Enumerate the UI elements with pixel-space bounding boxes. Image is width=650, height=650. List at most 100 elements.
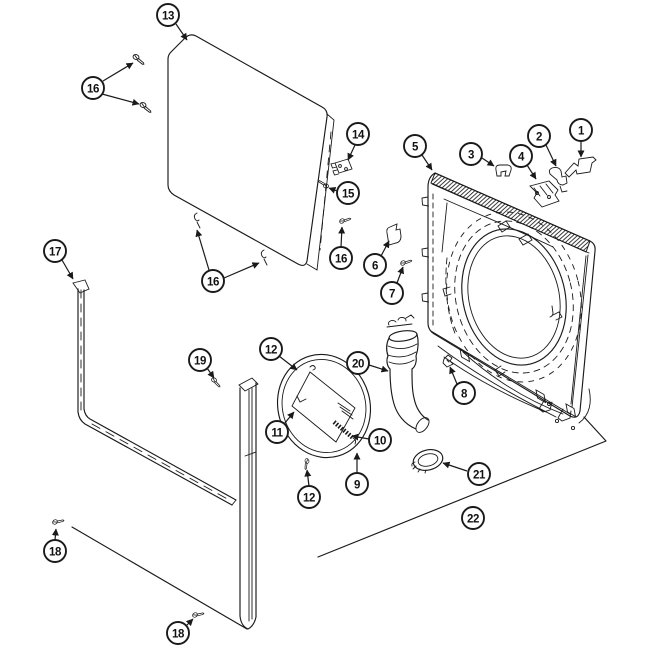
hinge-bracket bbox=[564, 156, 597, 178]
base-edge-line bbox=[317, 416, 607, 558]
balloon-circle bbox=[259, 337, 283, 361]
balloon-circle bbox=[329, 246, 353, 270]
balloon-circle bbox=[380, 281, 404, 305]
callout-10: 10 bbox=[351, 428, 392, 452]
balloon-number: 19 bbox=[194, 355, 206, 367]
balloon-circle bbox=[43, 239, 67, 263]
drain-hose bbox=[386, 314, 430, 433]
callout-19: 19 bbox=[188, 348, 215, 379]
balloon-circle bbox=[166, 621, 190, 645]
callout-18: 18 bbox=[166, 618, 194, 645]
leader-arrow bbox=[51, 528, 59, 541]
leader-arrow bbox=[442, 461, 468, 472]
bottom-trim-line bbox=[71, 526, 248, 630]
leader-arrow bbox=[545, 144, 557, 167]
callout-4: 4 bbox=[509, 144, 537, 180]
cabinet-screw bbox=[338, 213, 352, 227]
balloon-number: 1 bbox=[578, 125, 585, 137]
balloon-circle bbox=[403, 134, 427, 158]
balloon-number: 11 bbox=[271, 427, 283, 439]
balloon-circle bbox=[509, 144, 533, 168]
leader-arrow bbox=[304, 469, 312, 487]
grommet bbox=[411, 449, 444, 474]
balloon-circle bbox=[368, 428, 392, 452]
callout-12: 12 bbox=[297, 469, 321, 509]
balloon-number: 8 bbox=[461, 388, 468, 400]
callout-17: 17 bbox=[43, 239, 74, 280]
front-panel bbox=[421, 172, 596, 431]
balloon-number: 16 bbox=[87, 83, 99, 95]
balloon-circle bbox=[467, 462, 491, 486]
balloon-number: 18 bbox=[172, 628, 185, 640]
balloon-number: 20 bbox=[352, 358, 364, 370]
balloon-number: 12 bbox=[303, 492, 315, 504]
balloon-circle bbox=[452, 381, 476, 405]
callout-13: 13 bbox=[156, 3, 188, 41]
access-panel bbox=[167, 34, 335, 271]
hinge-hook bbox=[548, 166, 568, 193]
leader-arrow bbox=[421, 154, 433, 171]
door-seal-ring bbox=[276, 353, 372, 459]
trim-screw bbox=[191, 608, 205, 621]
balloon-circle bbox=[81, 76, 105, 100]
balloon-circle bbox=[363, 253, 387, 277]
balloon-number: 17 bbox=[49, 246, 61, 258]
balloon-number: 15 bbox=[342, 188, 355, 200]
leader-arrow bbox=[195, 229, 210, 271]
leader-arrow bbox=[347, 144, 356, 161]
clip-bracket bbox=[386, 223, 402, 246]
callout-15: 15 bbox=[328, 181, 360, 205]
balloon-number: 2 bbox=[536, 131, 542, 143]
seal-screw bbox=[302, 457, 312, 470]
door-opening bbox=[446, 211, 582, 383]
callout-8: 8 bbox=[449, 366, 476, 405]
leader-arrow bbox=[223, 262, 260, 279]
switch-screw bbox=[317, 180, 330, 189]
bracket-screw bbox=[399, 255, 413, 269]
callout-7: 7 bbox=[380, 266, 404, 305]
balloon-circle bbox=[345, 472, 369, 496]
balloon-circle bbox=[569, 118, 593, 142]
balloon-circle bbox=[336, 181, 360, 205]
leader-arrow bbox=[351, 433, 370, 441]
callout-12: 12 bbox=[259, 337, 298, 371]
callout-9: 9 bbox=[345, 452, 369, 496]
leader-arrow bbox=[368, 364, 389, 373]
leader-arrow bbox=[380, 240, 390, 257]
retainer-clip bbox=[495, 164, 512, 177]
leader-arrow bbox=[283, 411, 295, 425]
balloon-number: 22 bbox=[467, 513, 479, 525]
balloon-circle bbox=[156, 3, 180, 27]
balloon-circle bbox=[346, 122, 370, 146]
balloon-circle bbox=[346, 351, 370, 375]
balloon-circle bbox=[461, 506, 485, 530]
leader-arrow bbox=[102, 62, 134, 82]
panel-screw bbox=[131, 53, 147, 66]
balloon-number: 10 bbox=[374, 435, 386, 447]
leader-arrow bbox=[526, 164, 537, 180]
callout-18: 18 bbox=[43, 528, 67, 563]
callout-16: 16 bbox=[329, 226, 353, 270]
trim-bar bbox=[238, 377, 259, 630]
seal-window bbox=[291, 365, 356, 443]
door-latch bbox=[529, 180, 560, 208]
trim-frame bbox=[72, 279, 237, 506]
callout-20: 20 bbox=[346, 351, 389, 375]
balloon-circle bbox=[297, 485, 321, 509]
callout-11: 11 bbox=[265, 411, 295, 444]
callout-1: 1 bbox=[569, 118, 593, 158]
balloon-number: 21 bbox=[473, 469, 486, 481]
leader-arrow bbox=[206, 367, 215, 379]
trim-screw bbox=[209, 376, 223, 388]
panel-clip bbox=[260, 249, 268, 266]
balloon-number: 7 bbox=[389, 288, 395, 300]
balloon-circle bbox=[188, 348, 212, 372]
leader-arrow bbox=[449, 366, 458, 385]
balloon-number: 9 bbox=[354, 479, 360, 491]
balloon-circle bbox=[265, 420, 289, 444]
balloon-number: 6 bbox=[372, 260, 378, 272]
leader-arrow bbox=[278, 355, 298, 371]
leader-arrow bbox=[101, 93, 140, 106]
